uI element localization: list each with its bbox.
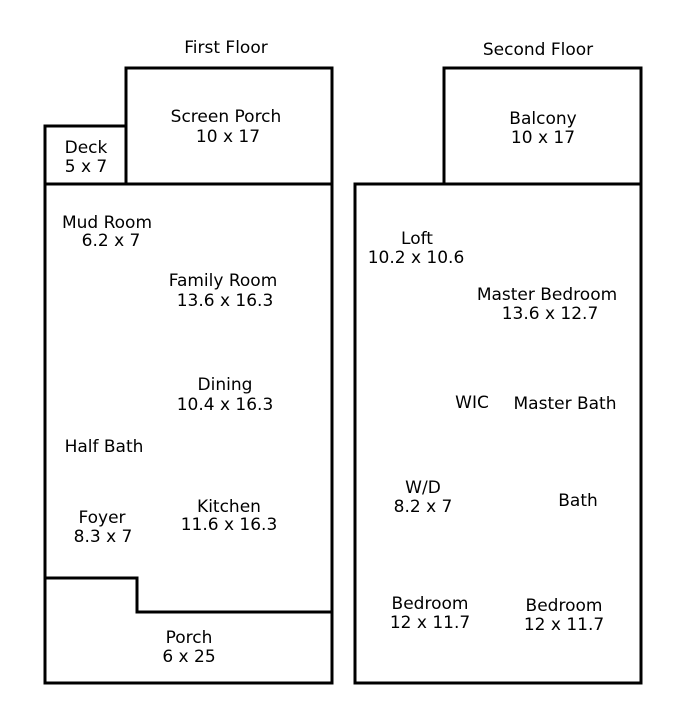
- first-floor-title: First Floor: [184, 38, 267, 58]
- bath-name: Bath: [558, 491, 598, 511]
- kitchen-name: Kitchen: [197, 497, 261, 517]
- dining-name: Dining: [198, 375, 253, 395]
- master-bedroom-dims: 13.6 x 12.7: [502, 304, 599, 324]
- first-floor: First Floor Screen Porch 10 x 17 Deck 5 …: [43, 38, 334, 685]
- foyer-name: Foyer: [78, 508, 125, 528]
- foyer-dims: 8.3 x 7: [74, 527, 133, 547]
- second-floor-main-outline: [353, 182, 643, 685]
- wd-name: W/D: [405, 478, 441, 498]
- family-room-dims: 13.6 x 16.3: [177, 291, 274, 311]
- balcony-name: Balcony: [509, 109, 576, 129]
- porch-outline: [43, 576, 334, 685]
- wic-name: WIC: [455, 393, 489, 413]
- family-room-name: Family Room: [169, 271, 278, 291]
- kitchen-dims: 11.6 x 16.3: [181, 515, 278, 535]
- bedroom-1-dims: 12 x 11.7: [390, 613, 470, 633]
- porch-dims: 6 x 25: [162, 647, 215, 667]
- bedroom-1-name: Bedroom: [392, 594, 469, 614]
- master-bedroom-name: Master Bedroom: [477, 285, 617, 305]
- deck-name: Deck: [65, 138, 108, 158]
- bedroom-2-name: Bedroom: [526, 596, 603, 616]
- porch-name: Porch: [166, 628, 213, 648]
- mud-room-name: Mud Room: [62, 213, 152, 233]
- dining-dims: 10.4 x 16.3: [177, 395, 274, 415]
- screen-porch-name: Screen Porch: [171, 107, 282, 127]
- loft-dims: 10.2 x 10.6: [368, 248, 465, 268]
- half-bath-name: Half Bath: [65, 437, 144, 457]
- second-floor: Second Floor Balcony 10 x 17 Loft 10.2 x…: [353, 40, 643, 685]
- bedroom-2-dims: 12 x 11.7: [524, 615, 604, 635]
- screen-porch-dims: 10 x 17: [196, 127, 260, 147]
- second-floor-title: Second Floor: [483, 40, 593, 60]
- loft-name: Loft: [401, 229, 433, 249]
- master-bath-name: Master Bath: [514, 394, 617, 414]
- deck-dims: 5 x 7: [65, 157, 108, 177]
- balcony-dims: 10 x 17: [511, 128, 575, 148]
- wd-dims: 8.2 x 7: [394, 497, 453, 517]
- mud-room-dims: 6.2 x 7: [82, 231, 141, 251]
